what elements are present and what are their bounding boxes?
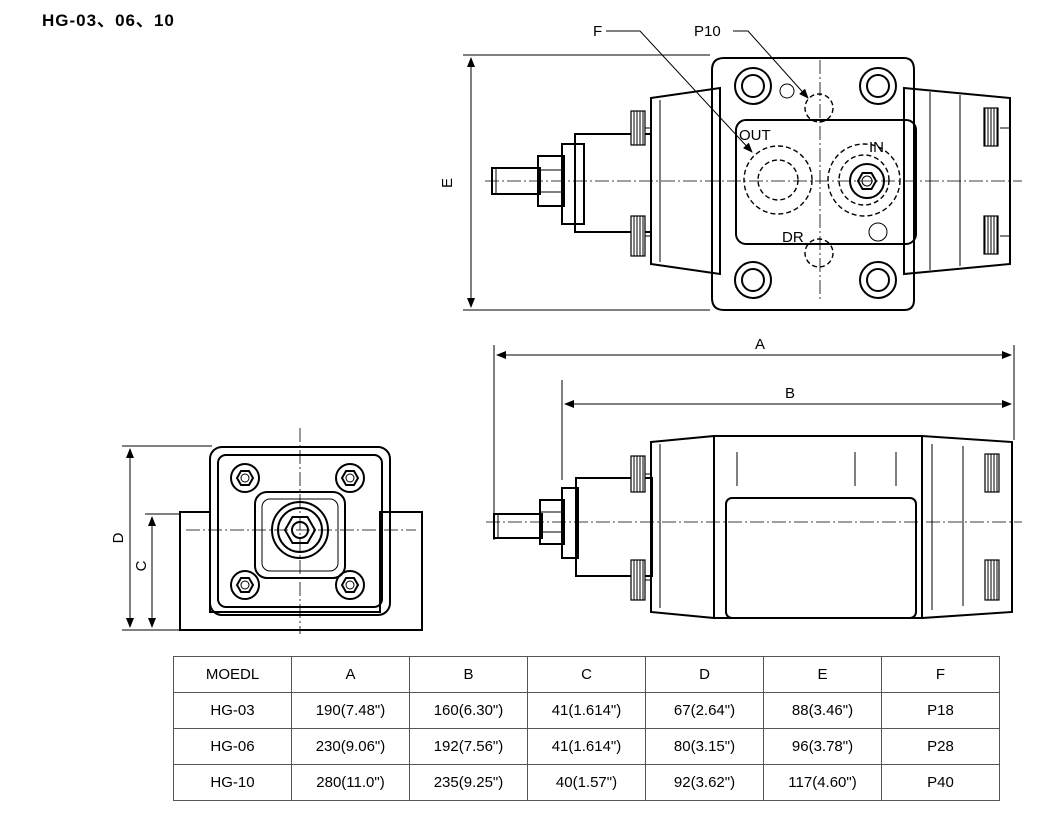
table-cell: HG-06 [173, 728, 292, 765]
table-cell: 117(4.60") [763, 764, 882, 801]
side-main-body [713, 435, 923, 619]
label-dr: DR [782, 229, 804, 246]
table-cell: D [645, 656, 764, 693]
leader-p10 [733, 30, 809, 99]
front-view: D C [110, 428, 423, 634]
table-cell: P18 [881, 692, 1000, 729]
hex-socket-icon [849, 163, 885, 199]
table-cell: MOEDL [173, 656, 292, 693]
side-view: A B [486, 336, 1022, 620]
table-cell: 92(3.62") [645, 764, 764, 801]
stem [491, 167, 541, 195]
label-in: IN [869, 139, 884, 156]
table-cell: 67(2.64") [645, 692, 764, 729]
valve-body-right [903, 86, 1011, 276]
top-view: E [439, 23, 1022, 311]
table-cell: 280(11.0") [291, 764, 410, 801]
port-dr-hidden [804, 238, 834, 268]
hex-socket-icon [283, 516, 317, 544]
table-cell: 96(3.78") [763, 728, 882, 765]
table-cell: 40(1.57") [527, 764, 646, 801]
bolt-bottom-right [335, 570, 365, 600]
table-cell: P28 [881, 728, 1000, 765]
knurled-cap-icon [630, 110, 646, 146]
table-cell: HG-03 [173, 692, 292, 729]
label-d: D [110, 532, 127, 543]
mounting-plate [711, 57, 915, 311]
table-cell: 190(7.48") [291, 692, 410, 729]
port-out-hidden [743, 145, 813, 215]
table-cell: F [881, 656, 1000, 693]
table-cell: 88(3.46") [763, 692, 882, 729]
knurled-cap-icon [984, 559, 1000, 601]
table-cell: 230(9.06") [291, 728, 410, 765]
knurled-cap-icon [984, 453, 1000, 493]
center-adjuster [271, 501, 329, 559]
table-cell: P40 [881, 764, 1000, 801]
knurled-cap-icon [630, 559, 646, 601]
port-in-hidden [827, 143, 901, 217]
bolt-top-right [335, 463, 365, 493]
side-stem [493, 513, 543, 539]
label-p10: P10 [694, 23, 721, 40]
table-cell: A [291, 656, 410, 693]
table-cell: B [409, 656, 528, 693]
label-c: C [133, 560, 150, 571]
table-cell: 235(9.25") [409, 764, 528, 801]
table-cell: 41(1.614") [527, 692, 646, 729]
bolt-bottom-left [230, 570, 260, 600]
bolt-top-left [230, 463, 260, 493]
label-b: B [785, 385, 795, 402]
knurled-cap-icon [630, 455, 646, 493]
table-cell: 80(3.15") [645, 728, 764, 765]
knurled-cap-icon [983, 215, 999, 255]
table-cell: C [527, 656, 646, 693]
knurled-cap-icon [983, 107, 999, 147]
valve-body-left [650, 86, 721, 276]
inner-cover [735, 119, 917, 245]
knurled-cap-icon [630, 215, 646, 257]
table-cell: 160(6.30") [409, 692, 528, 729]
label-f: F [593, 23, 602, 40]
drawing-title: HG-03、06、10 [42, 11, 175, 30]
table-cell: E [763, 656, 882, 693]
table-cell: HG-10 [173, 764, 292, 801]
label-out: OUT [739, 127, 771, 144]
table-cell: 192(7.56") [409, 728, 528, 765]
table-cell: 41(1.614") [527, 728, 646, 765]
adjust-housing [561, 143, 585, 225]
port-p10-hidden [804, 93, 834, 123]
label-a: A [755, 336, 765, 353]
leader-f [606, 30, 753, 153]
label-e: E [439, 178, 456, 188]
